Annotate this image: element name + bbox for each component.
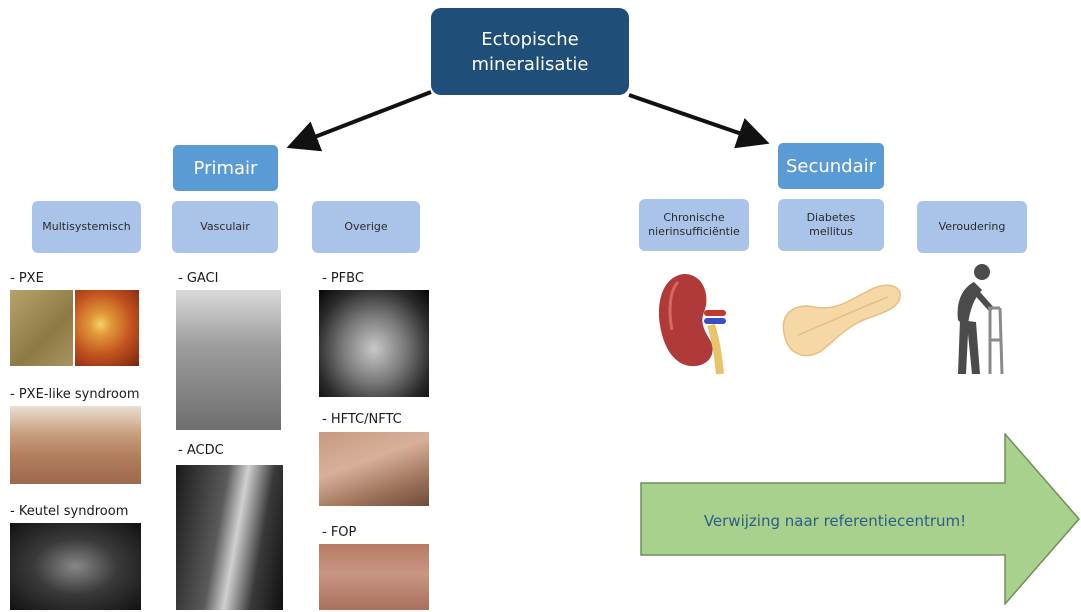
root-title-line1: Ectopische xyxy=(472,27,589,52)
category-other: Overige xyxy=(312,201,420,253)
primary-title: Primair xyxy=(194,158,258,179)
label-pxe: - PXE xyxy=(10,271,44,286)
category-aging: Veroudering xyxy=(917,201,1027,253)
category-diabetes: Diabetes mellitus xyxy=(778,199,884,251)
secondary-node: Secundair xyxy=(778,143,884,189)
root-title-line2: mineralisatie xyxy=(472,52,589,77)
label-fop: - FOP xyxy=(322,525,356,540)
referral-text: Verwijzing naar referentiecentrum! xyxy=(640,512,1030,530)
pxe-like-skin-photo xyxy=(10,406,141,484)
keutel-ct-photo xyxy=(10,523,141,610)
acdc-xray-photo xyxy=(176,465,283,610)
pancreas-icon xyxy=(778,275,903,365)
fop-back-photo xyxy=(319,544,429,610)
pxe-fundus-photo xyxy=(75,290,139,366)
label-pfbc: - PFBC xyxy=(322,271,364,286)
arrow-to-secondary xyxy=(629,95,762,141)
category-vascular: Vasculair xyxy=(172,201,278,253)
arrow-to-primary xyxy=(294,92,431,145)
pxe-skin-photo xyxy=(10,290,73,366)
hftc-skin-photo xyxy=(319,432,429,506)
kidney-icon xyxy=(656,270,736,375)
label-pxe-like: - PXE-like syndroom xyxy=(10,387,139,402)
label-keutel: - Keutel syndroom xyxy=(10,504,128,519)
secondary-title: Secundair xyxy=(786,156,876,177)
category-multisystemic: Multisystemisch xyxy=(32,201,141,253)
label-hftc-nftc: - HFTC/NFTC xyxy=(322,412,402,427)
root-node: Ectopische mineralisatie xyxy=(431,8,629,95)
primary-node: Primair xyxy=(173,145,278,191)
pfbc-ct-photo xyxy=(319,290,429,397)
gaci-xray-photo xyxy=(176,290,281,430)
label-acdc: - ACDC xyxy=(178,443,224,458)
elderly-walker-icon xyxy=(940,262,1005,377)
category-chronic-kidney: Chronische nierinsufficiëntie xyxy=(639,199,749,251)
label-gaci: - GACI xyxy=(178,271,218,286)
